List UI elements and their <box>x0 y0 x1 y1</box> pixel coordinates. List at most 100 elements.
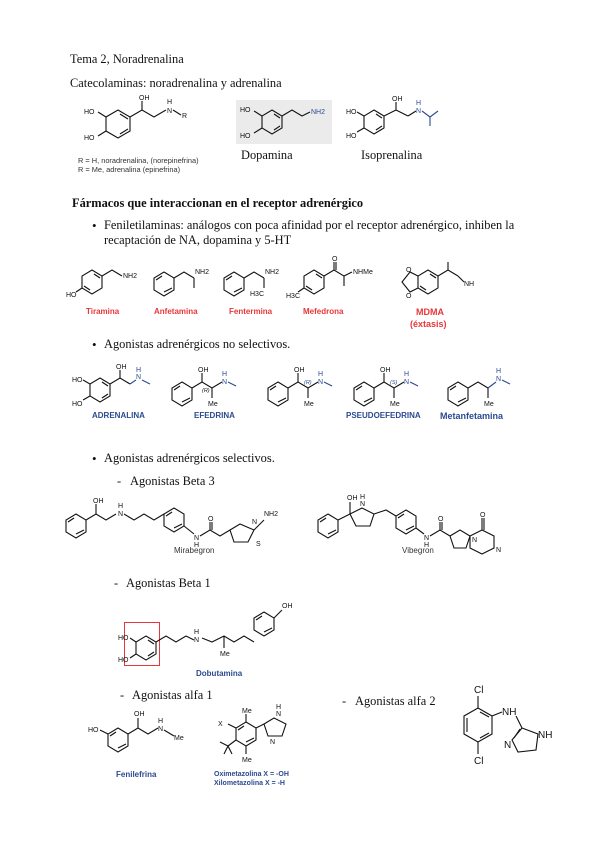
dash-marker: - <box>117 474 122 488</box>
svg-text:H: H <box>424 542 429 549</box>
svg-text:S: S <box>256 541 261 548</box>
metanfetamina-label: Metanfetamina <box>440 411 504 421</box>
dopamine-label: Dopamina <box>241 148 293 162</box>
phenylethylamines-text: Feniletilaminas: análogos con poca afini… <box>104 218 515 247</box>
pseudoefedrina-structure: OH Me (S) N H <box>353 367 419 408</box>
svg-text:HO: HO <box>84 135 95 142</box>
alfa1-label: Agonistas alfa 1 <box>132 688 213 702</box>
noradrenaline-structure: HO HO OH N H R <box>84 95 187 142</box>
svg-text:Me: Me <box>220 651 230 658</box>
pseudoefedrina-label: PSEUDOEFEDRINA <box>346 411 421 420</box>
efedrina-label: EFEDRINA <box>194 411 235 420</box>
vibegron-structure: OH N H N H O O N N <box>317 494 501 555</box>
svg-text:Me: Me <box>208 401 218 408</box>
svg-text:H: H <box>318 371 323 378</box>
svg-text:OH: OH <box>347 495 358 502</box>
mefedrona-structure: H3C O NHMe <box>286 256 373 300</box>
svg-text:NHMe: NHMe <box>353 269 373 276</box>
beta3-label: Agonistas Beta 3 <box>130 474 215 488</box>
svg-text:OH: OH <box>134 711 145 718</box>
svg-text:N: N <box>472 537 477 544</box>
svg-text:N: N <box>167 108 172 115</box>
svg-text:N: N <box>222 379 227 386</box>
svg-text:Me: Me <box>242 708 252 715</box>
dash-marker: - <box>120 688 125 702</box>
svg-text:H: H <box>194 542 199 549</box>
svg-text:NH2: NH2 <box>265 269 279 276</box>
svg-text:Cl: Cl <box>474 685 483 696</box>
svg-text:N: N <box>118 511 123 518</box>
beta1-label: Agonistas Beta 1 <box>126 576 211 590</box>
svg-text:(R): (R) <box>304 380 312 386</box>
svg-text:N: N <box>158 726 163 733</box>
svg-text:N: N <box>424 535 429 542</box>
svg-text:N: N <box>276 711 281 718</box>
bullet-marker: • <box>92 218 97 233</box>
anfetamina-label: Anfetamina <box>154 307 198 316</box>
svg-text:Me: Me <box>242 757 252 764</box>
svg-text:Cl: Cl <box>474 756 483 767</box>
vibegron-label: Vibegron <box>402 546 434 555</box>
svg-text:H3C: H3C <box>286 293 300 300</box>
mirabegron-structure: OH N H N H O N S NH2 <box>65 498 278 549</box>
svg-text:N: N <box>194 637 199 644</box>
catecholamines-subtitle: Catecolaminas: noradrenalina y adrenalin… <box>70 76 282 90</box>
svg-text:H: H <box>360 494 365 501</box>
svg-text:HO: HO <box>84 109 95 116</box>
svg-text:HO: HO <box>118 635 129 642</box>
svg-text:NH: NH <box>538 730 552 741</box>
svg-text:O: O <box>406 293 412 300</box>
fentermina-structure: NH2 H3C <box>223 269 279 298</box>
adrenalina-structure: HO HO OH N H <box>72 364 151 408</box>
dopamine-box <box>236 100 332 144</box>
clonidina-structure: Cl Cl NH NH N <box>463 685 552 767</box>
anfetamina-structure: NH2 <box>153 269 209 297</box>
oximetazolina-structure: Me X Me N H N <box>218 704 287 764</box>
svg-text:H: H <box>136 367 141 374</box>
svg-text:H: H <box>118 503 123 510</box>
svg-text:HO: HO <box>240 107 251 114</box>
svg-text:O: O <box>438 516 444 523</box>
svg-text:(S): (S) <box>390 380 398 386</box>
r-label-noradrenaline: R = H, noradrenalina, (norepinefrina) <box>78 156 199 165</box>
svg-text:N: N <box>416 108 421 115</box>
svg-text:NH2: NH2 <box>195 269 209 276</box>
pseudoefedrina-base-structure: OH Me (R) N H <box>267 367 333 408</box>
svg-text:N: N <box>252 519 257 526</box>
svg-text:NH: NH <box>464 281 474 288</box>
fentermina-label: Fentermina <box>229 307 273 316</box>
metanfetamina-structure: Me N H <box>447 368 511 408</box>
mefedrona-label: Mefedrona <box>303 307 344 316</box>
svg-text:OH: OH <box>380 367 391 374</box>
svg-text:OH: OH <box>139 95 150 102</box>
svg-text:R: R <box>182 113 187 120</box>
dash-marker: - <box>342 694 347 708</box>
mirabegron-label: Mirabegron <box>174 546 215 555</box>
svg-text:H: H <box>222 371 227 378</box>
svg-text:O: O <box>406 267 412 274</box>
svg-text:H: H <box>496 368 501 375</box>
efedrina-structure: OH Me (R) N H <box>171 367 237 408</box>
svg-text:NH2: NH2 <box>311 109 325 116</box>
svg-text:HO: HO <box>240 133 251 140</box>
dobutamina-label: Dobutamina <box>196 669 243 678</box>
svg-text:OH: OH <box>294 367 305 374</box>
topic-title: Tema 2, Noradrenalina <box>70 52 184 66</box>
svg-text:N: N <box>496 376 501 383</box>
svg-text:HO: HO <box>72 401 83 408</box>
svg-text:O: O <box>332 256 338 263</box>
svg-text:HO: HO <box>346 109 357 116</box>
nonselective-text: Agonistas adrenérgicos no selectivos. <box>104 337 291 351</box>
svg-text:HO: HO <box>72 377 83 384</box>
svg-text:Me: Me <box>390 401 400 408</box>
dobutamina-structure: HO HO N H Me OH <box>118 603 293 664</box>
svg-text:OH: OH <box>282 603 293 610</box>
svg-text:OH: OH <box>116 364 127 371</box>
svg-text:HO: HO <box>118 657 129 664</box>
svg-text:N: N <box>318 379 323 386</box>
svg-text:NH2: NH2 <box>123 273 137 280</box>
isoprenaline-label: Isoprenalina <box>361 148 423 162</box>
svg-text:NH2: NH2 <box>264 511 278 518</box>
svg-text:Me: Me <box>174 735 184 742</box>
mdma-structure: O O NH <box>401 262 474 300</box>
